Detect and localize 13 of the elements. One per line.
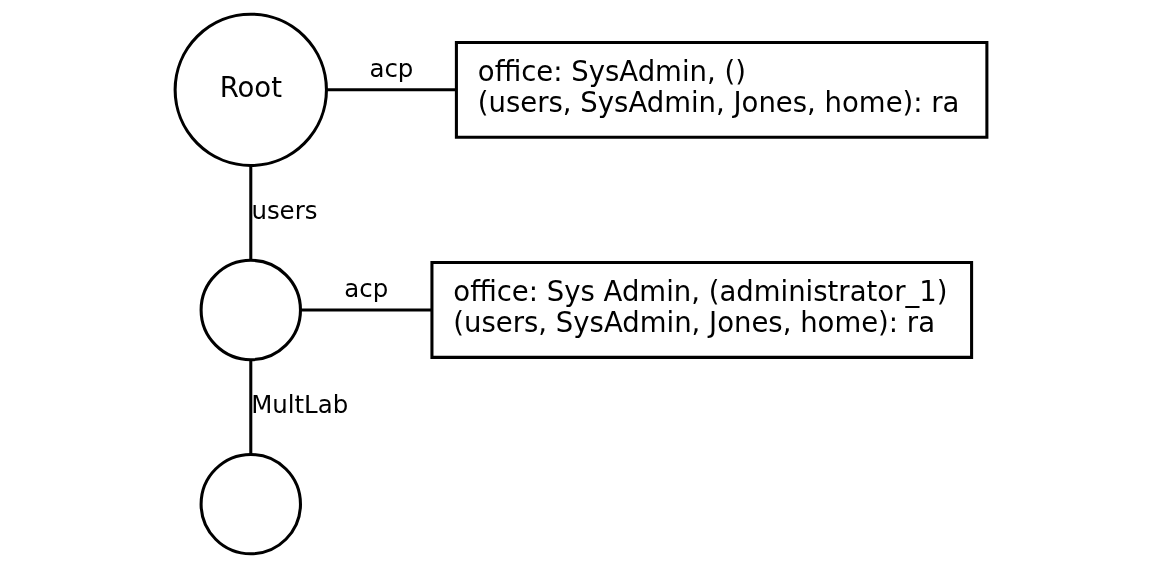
connector xyxy=(249,359,253,455)
connector xyxy=(249,166,253,261)
node-box: office: Sys Admin, (administrator_1) (users, SysAdmin, Jones, home): ra xyxy=(430,261,974,359)
edge-label: acp xyxy=(344,274,389,304)
node-circle xyxy=(199,452,302,556)
edge-label: acp xyxy=(369,54,414,84)
node-circle xyxy=(199,258,302,362)
edge-label: MultLab xyxy=(251,389,349,419)
connector xyxy=(326,88,457,92)
edge-label: users xyxy=(251,195,318,225)
node-box: office: SysAdmin, () (users, SysAdmin, Jones, home): ra xyxy=(454,40,989,139)
connector xyxy=(300,308,432,312)
node-circle: Root xyxy=(173,12,328,168)
